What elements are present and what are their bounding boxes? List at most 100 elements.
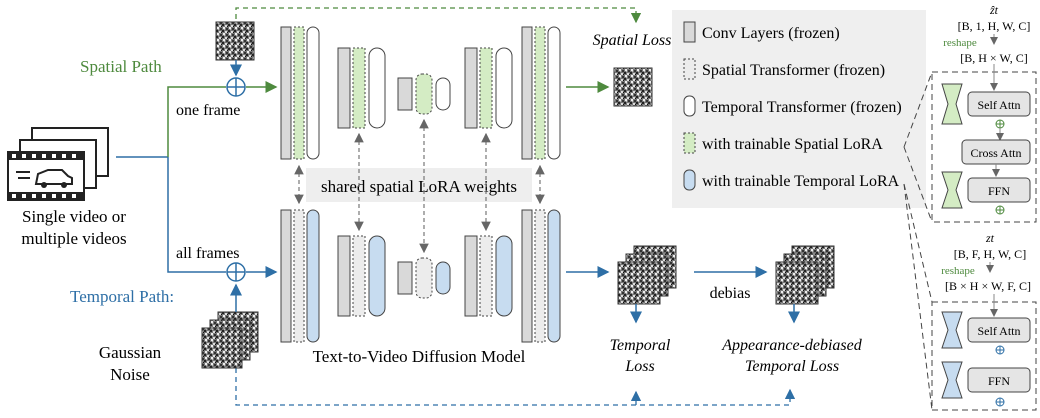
shared-weights-box bbox=[306, 168, 532, 202]
temporal-lora-layer bbox=[306, 209, 320, 343]
temporal-transformer bbox=[306, 26, 320, 160]
spatial-block-frame bbox=[931, 71, 1037, 223]
conv-layer bbox=[397, 77, 413, 111]
legend-spatial-lora-swatch bbox=[683, 132, 696, 154]
legend-temporal-transformer-swatch bbox=[683, 95, 696, 117]
conv-layer bbox=[521, 26, 533, 160]
temporal-ffn-box bbox=[967, 367, 1031, 393]
temporal-lora-layer bbox=[495, 235, 513, 317]
spatial-transformer bbox=[352, 235, 366, 317]
temporal-lora-layer bbox=[368, 235, 386, 317]
conv-layer bbox=[337, 47, 351, 129]
temporal-output-stack bbox=[617, 245, 677, 305]
temporal-var: zt bbox=[985, 231, 995, 245]
legend-item: Temporal Transformer (frozen) bbox=[702, 99, 902, 116]
spatial-path-label: Spatial Path bbox=[80, 57, 162, 76]
spatial-add-icon bbox=[226, 77, 246, 97]
detail-connectors bbox=[903, 71, 933, 411]
all-frames-label: all frames bbox=[176, 245, 240, 262]
spatial-shape-in: [B, 1, H, W, C] bbox=[958, 19, 1031, 33]
shared-weights-label: shared spatial LoRA weights bbox=[321, 177, 517, 196]
temporal-transformer bbox=[547, 26, 561, 160]
one-frame-label: one frame bbox=[176, 102, 240, 119]
spatial-lora-layer bbox=[293, 26, 305, 160]
legend-item: Conv Layers (frozen) bbox=[702, 25, 840, 42]
video-caption-2: multiple videos bbox=[21, 229, 126, 248]
spatial-lora-layer bbox=[352, 47, 366, 129]
debiased-loss-label-2: Temporal Loss bbox=[745, 358, 839, 375]
spatial-output-image bbox=[613, 67, 653, 107]
spatial-transformer bbox=[479, 235, 493, 317]
spatial-self-attn-label: Self Attn bbox=[977, 98, 1020, 112]
temporal-self-attn-box bbox=[967, 317, 1031, 343]
temporal-shape-out: [B × H × W, F, C] bbox=[945, 279, 1031, 293]
conv-layer bbox=[280, 209, 292, 343]
model-caption: Text-to-Video Diffusion Model bbox=[313, 347, 526, 366]
temporal-block-frame bbox=[931, 301, 1037, 411]
noise-label-1: Gaussian bbox=[99, 343, 162, 362]
temporal-reshape-label: reshape bbox=[941, 265, 975, 277]
temporal-lora-layer bbox=[547, 209, 561, 343]
temporal-transformer bbox=[435, 77, 451, 111]
spatial-cross-attn-label: Cross Attn bbox=[970, 146, 1021, 160]
spatial-loss-label: Spatial Loss bbox=[593, 32, 672, 49]
spatial-feedback-dashed bbox=[235, 7, 642, 28]
debiased-loss-label-1: Appearance-debiased bbox=[721, 337, 863, 354]
temporal-self-attn-label: Self Attn bbox=[977, 324, 1020, 338]
temporal-lora-layer bbox=[435, 261, 451, 295]
legend: Conv Layers (frozen) Spatial Transformer… bbox=[683, 21, 902, 191]
conv-layer bbox=[464, 235, 478, 317]
legend-item: with trainable Temporal LoRA bbox=[702, 173, 900, 190]
legend-item: Spatial Transformer (frozen) bbox=[702, 62, 885, 79]
shared-weight-arrows bbox=[294, 118, 545, 254]
legend-item: with trainable Spatial LoRA bbox=[702, 136, 883, 153]
conv-layer bbox=[521, 209, 533, 343]
unet-spatial bbox=[280, 26, 561, 160]
temporal-lora-icon bbox=[941, 311, 963, 349]
spatial-transformer bbox=[415, 257, 433, 299]
legend-spatial-transformer-swatch bbox=[683, 58, 696, 80]
legend-temporal-lora-swatch bbox=[683, 169, 696, 191]
video-caption-1: Single video or bbox=[22, 207, 126, 226]
temporal-lora-icon bbox=[941, 361, 963, 399]
conv-layer bbox=[337, 235, 351, 317]
spatial-shape-out: [B, H × W, C] bbox=[960, 51, 1027, 65]
spatial-lora-layer bbox=[415, 73, 433, 115]
legend-conv-swatch bbox=[683, 21, 696, 43]
spatial-block-internals: Self Attn Cross Attn FFN bbox=[941, 64, 1031, 215]
noise-label-2: Noise bbox=[110, 365, 150, 384]
temporal-transformer bbox=[368, 47, 386, 129]
temporal-loss-label-2: Loss bbox=[624, 358, 654, 375]
spatial-transformer bbox=[534, 209, 546, 343]
temporal-branch-line bbox=[167, 157, 226, 273]
spatial-lora-layer bbox=[534, 26, 546, 160]
debias-label: debias bbox=[710, 285, 751, 302]
legend-box bbox=[672, 10, 926, 208]
temporal-noise-stack bbox=[201, 311, 259, 369]
temporal-loss-label-1: Temporal bbox=[610, 337, 671, 354]
spatial-var: ẑt bbox=[989, 3, 999, 17]
temporal-path-label: Temporal Path: bbox=[70, 287, 174, 306]
spatial-transformer bbox=[293, 209, 305, 343]
spatial-branch-line bbox=[167, 86, 226, 157]
unet-temporal bbox=[280, 209, 561, 343]
temporal-block-internals: Self Attn FFN bbox=[941, 294, 1031, 407]
spatial-lora-layer bbox=[479, 47, 493, 129]
temporal-ffn-label: FFN bbox=[988, 374, 1010, 388]
debiased-output-stack bbox=[775, 245, 835, 305]
video-stack-icon bbox=[7, 127, 109, 201]
spatial-lora-icon bbox=[941, 83, 963, 125]
spatial-ffn-box bbox=[967, 177, 1031, 203]
temporal-transformer bbox=[495, 47, 513, 129]
temporal-shape-in: [B, F, H, W, C] bbox=[954, 247, 1026, 261]
temporal-add-icon bbox=[226, 262, 246, 282]
spatial-ffn-label: FFN bbox=[988, 184, 1010, 198]
conv-layer bbox=[464, 47, 478, 129]
temporal-feedback-dashed bbox=[235, 350, 796, 406]
conv-layer bbox=[280, 26, 292, 160]
conv-layer bbox=[397, 261, 413, 295]
spatial-lora-icon bbox=[941, 171, 963, 209]
spatial-noise-image bbox=[215, 21, 255, 61]
